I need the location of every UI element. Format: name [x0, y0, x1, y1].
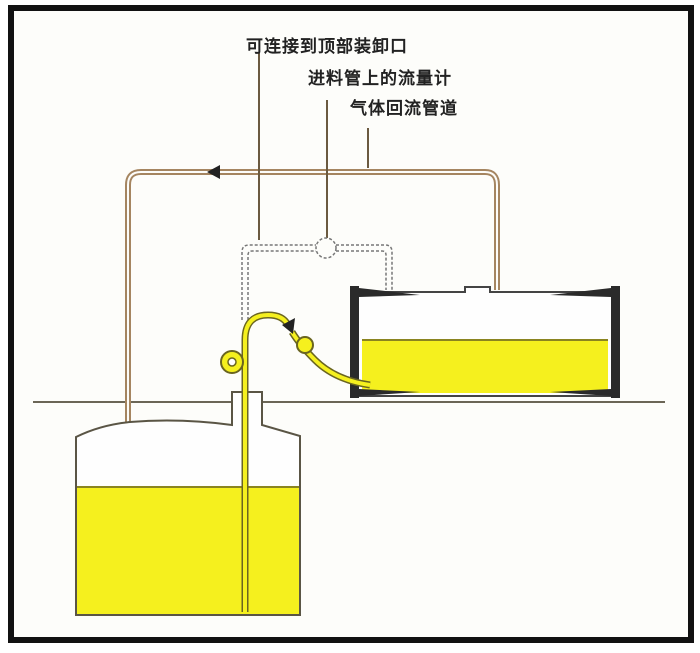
flow-direction-arrow-icon [207, 165, 220, 179]
tanker-tank [350, 286, 620, 398]
nozzle-icon [282, 318, 295, 334]
tanker-liquid [362, 340, 608, 393]
vapor-return-pipe [125, 165, 500, 432]
dashed-top-loading-pipe [241, 237, 393, 320]
label-top-connection: 可连接到顶部装卸口 [246, 37, 408, 57]
underground-tank-liquid [77, 487, 299, 614]
label-vapor-return: 气体回流管道 [350, 99, 458, 119]
feed-pipe [220, 311, 371, 612]
flow-meter-icon [315, 237, 337, 259]
valve-ball-icon [296, 336, 314, 354]
label-flow-meter: 进料管上的流量计 [308, 69, 452, 89]
underground-storage-tank [75, 391, 301, 616]
